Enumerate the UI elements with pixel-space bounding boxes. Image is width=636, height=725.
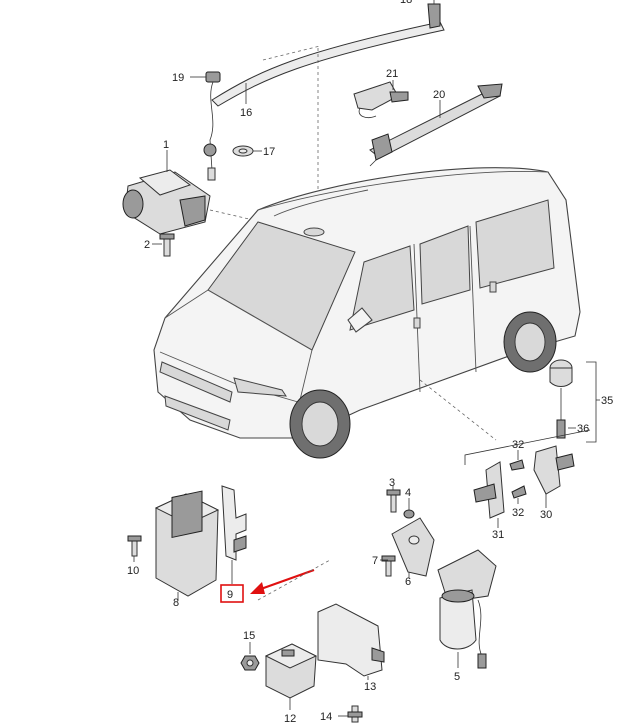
- dash-rail: [262, 45, 321, 61]
- callout-7: 7: [372, 555, 378, 567]
- lock-part-30: [533, 445, 575, 495]
- callout-17: 17: [263, 146, 275, 158]
- bracket-30-31: [464, 429, 591, 465]
- van-rear-wheel: [503, 311, 557, 373]
- van-front-wheel: [289, 389, 351, 459]
- screw-part-3: [386, 489, 401, 513]
- screw-part-7: [381, 555, 396, 577]
- callout-15: 15: [243, 630, 255, 642]
- highlight-arrow: [250, 568, 315, 594]
- callout-21: 21: [386, 68, 398, 80]
- callout-6: 6: [405, 576, 411, 588]
- screw-part-2: [159, 233, 175, 257]
- grommet-part-17: [203, 143, 254, 157]
- screw-part-10: [127, 535, 142, 557]
- highlight-box-9: [220, 584, 244, 603]
- control-unit-part-8: [154, 490, 220, 597]
- callout-12: 12: [284, 713, 296, 725]
- callout-35: 35: [601, 395, 613, 407]
- sensor-part-19: [205, 71, 221, 181]
- dash-control: [257, 559, 331, 601]
- callout-5: 5: [454, 671, 460, 683]
- hinge-part-31: [473, 461, 505, 519]
- washer-part-4: [403, 509, 415, 519]
- callout-10: 10: [127, 565, 139, 577]
- callout-3: 3: [389, 477, 395, 489]
- nut-part-15: [240, 655, 260, 671]
- sensor-part-35: [549, 359, 573, 439]
- bracket-35: [586, 361, 597, 443]
- bracket-part-6: [391, 517, 435, 577]
- wiper-motor-part-5: [437, 549, 497, 669]
- callout-31: 31: [492, 529, 504, 541]
- callout-14: 14: [320, 711, 332, 723]
- bracket-part-21: [353, 81, 409, 118]
- callout-18: 18: [400, 0, 412, 6]
- screw-part-32-upper: [509, 459, 525, 471]
- callout-16: 16: [240, 107, 252, 119]
- module-part-12: [264, 643, 318, 699]
- callout-9: 9: [227, 589, 233, 601]
- bracket-part-9: [221, 485, 247, 561]
- callout-13: 13: [364, 681, 376, 693]
- callout-20: 20: [433, 89, 445, 101]
- callout-32b: 32: [512, 507, 524, 519]
- dash-lock: [419, 379, 497, 441]
- callout-1: 1: [163, 139, 169, 151]
- bolt-part-14: [347, 705, 363, 723]
- callout-19: 19: [172, 72, 184, 84]
- rail-part-20: [369, 83, 503, 167]
- callout-36: 36: [577, 423, 589, 435]
- roof-rail-part-16: [211, 3, 445, 107]
- callout-32a: 32: [512, 439, 524, 451]
- callout-2: 2: [144, 239, 150, 251]
- motor-part-1: [122, 169, 211, 235]
- callout-30: 30: [540, 509, 552, 521]
- callout-4: 4: [405, 487, 411, 499]
- van-illustration: [153, 167, 581, 439]
- callout-8: 8: [173, 597, 179, 609]
- screw-part-32-lower: [511, 485, 527, 499]
- bracket-part-13: [317, 603, 385, 677]
